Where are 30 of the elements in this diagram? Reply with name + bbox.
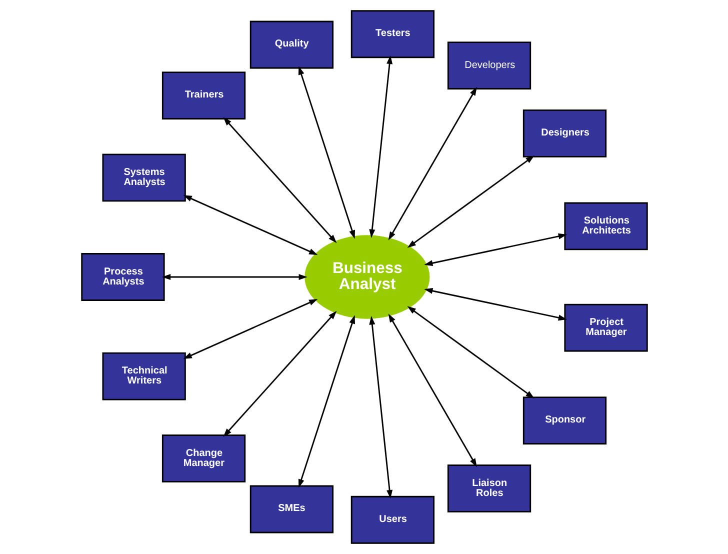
arrow [388,314,476,468]
node-box: Designers [522,110,606,158]
node-box: Quality [249,20,334,69]
arrow [424,233,566,266]
arrow [161,274,307,280]
arrow [368,55,392,238]
arrow [222,310,336,437]
node-box: Systems Analysts [102,154,186,202]
arrow [406,306,534,398]
node-box: Trainers [161,72,246,120]
arrow [298,66,354,239]
node-box: Project Manager [564,304,648,352]
arrow [222,117,336,244]
node-box: Sponsor [522,396,606,444]
node-box: Liaison Roles [446,464,531,512]
arrow [298,315,354,488]
node-box: SMEs [249,485,334,534]
node-box: Technical Writers [102,352,186,400]
arrow [424,288,566,321]
arrow [388,86,476,240]
node-box: Change Manager [161,434,246,482]
node-box: Testers [350,10,434,58]
arrow [182,299,318,359]
arrow [368,316,392,499]
node-box: Solutions Architects [564,202,648,250]
node-box: Developers [446,42,531,90]
arrow [182,195,318,255]
node-box: Process Analysts [80,253,164,301]
node-box: Users [350,496,434,544]
arrow [406,156,534,248]
